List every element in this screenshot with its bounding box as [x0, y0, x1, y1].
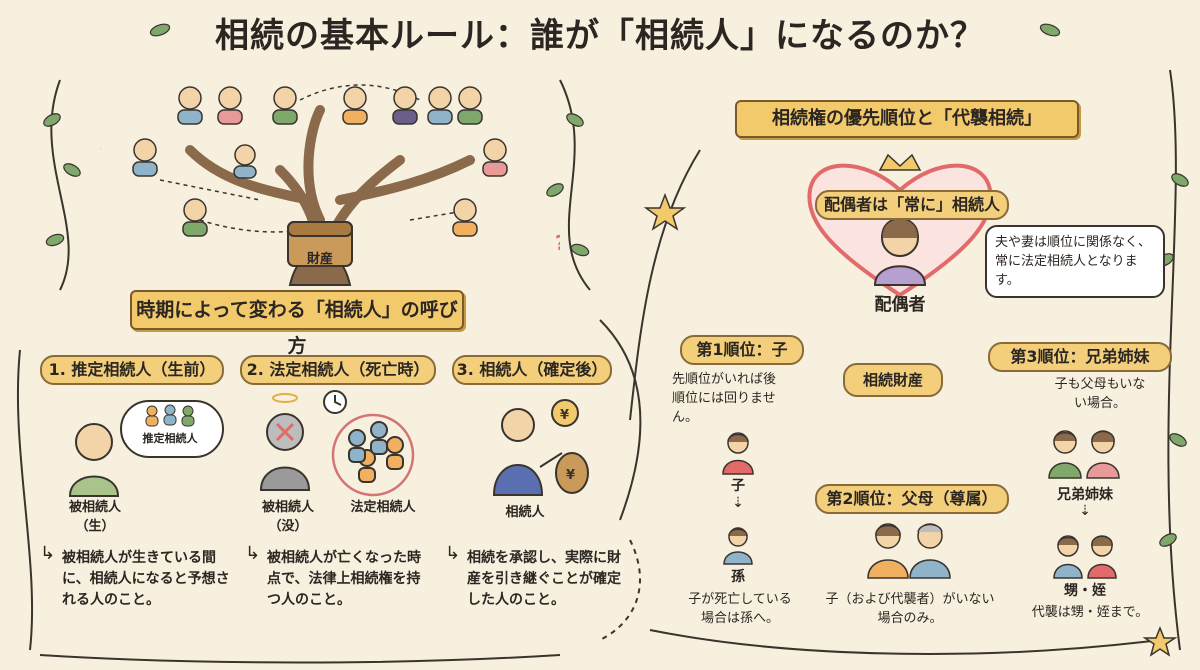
rank-1-footnote: 子が死亡している場合は孫へ。 [688, 592, 792, 626]
rank-3-footnote: 代襲は甥・姪まで。 [1031, 605, 1149, 620]
page-title: 相続の基本ルール：誰が「相続人」になるのか？ [215, 16, 985, 56]
svg-text:¥: ¥ [566, 468, 575, 483]
stage-1-label: 1. 推定相続人（生前） [40, 355, 224, 385]
siblings-label: 兄弟姉妹 [1057, 487, 1113, 503]
parents-icon [867, 523, 951, 579]
grandchild-icon [723, 527, 753, 565]
rank-3-note: 子も父母もいない場合。 [1054, 377, 1146, 411]
rank-3-label: 第3順位：兄弟姉妹 [988, 342, 1172, 372]
svg-text:?: ? [100, 141, 102, 165]
stage-3-person-label: 相続人 [505, 505, 545, 520]
svg-text:?: ? [555, 231, 560, 255]
svg-text:¥: ¥ [560, 408, 569, 423]
spouse-label: 配偶者 [874, 295, 926, 315]
child-label: 子 [731, 478, 745, 494]
cloud-label: 推定相続人 [142, 432, 198, 445]
stage-3-description: 相続を承認し、実際に財産を引き継ぐことが確定した人のこと。 [467, 550, 621, 608]
family-tree-illustration: ????? [100, 84, 560, 286]
rank-1-note: 先順位がいれば後順位には回りません。 [672, 372, 777, 425]
stage-2-group-label: 法定相続人 [350, 500, 416, 515]
child-icon [722, 432, 754, 475]
arrow-icon: ↳ [245, 543, 261, 564]
rank-2-label: 第2順位：父母（尊属） [815, 484, 1009, 514]
estate-label: 相続財産 [843, 363, 943, 397]
siblings-icon [1048, 430, 1120, 479]
heir-with-money-icon: ¥ ¥ [492, 399, 589, 496]
stage-2-label: 2. 法定相続人（死亡時） [240, 355, 436, 385]
down-arrow-icon: ⇣ [732, 495, 744, 511]
grandchild-label: 孫 [731, 569, 745, 585]
heart-frame-icon [807, 153, 993, 298]
stage-2-description: 被相続人が亡くなった時点で、法律上相続権を持つ人のこと。 [267, 550, 421, 608]
deceased-and-heirs-icon [259, 390, 415, 497]
person-alive-icon [68, 423, 120, 497]
nephew-niece-label: 甥・姪 [1064, 583, 1106, 599]
right-section-ribbon: 相続権の優先順位と「代襲相続」 [735, 100, 1079, 138]
cloud-people-icon [145, 404, 195, 427]
rank-1-label: 第1順位：子 [680, 335, 804, 365]
left-section-ribbon: 時期によって変わる「相続人」の呼び方 [130, 290, 464, 357]
arrow-icon: ↳ [445, 543, 461, 564]
stage-1-description: 被相続人が生きている間に、相続人になると予想される人のこと。 [62, 550, 230, 608]
stage-2-person-label: 被相続人 （没） [261, 500, 314, 534]
chest-label: 財産 [306, 252, 333, 267]
stage-1-person-label: 被相続人 （生） [68, 500, 121, 534]
down-arrow-icon: ⇣ [1079, 503, 1091, 519]
spouse-note-bubble: 夫や妻は順位に関係なく、常に法定相続人となります。 [985, 225, 1165, 298]
stage-3-label: 3. 相続人（確定後） [452, 355, 612, 385]
arrow-icon: ↳ [40, 543, 56, 564]
nephew-niece-icon [1053, 535, 1117, 579]
rank-2-footnote: 子（および代襲者）がいない場合のみ。 [825, 592, 995, 626]
spouse-header: 配偶者は「常に」相続人 [815, 190, 1009, 220]
